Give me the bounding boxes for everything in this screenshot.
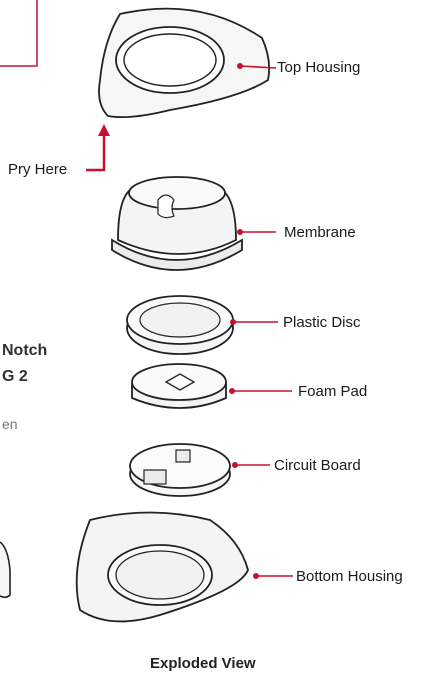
pry-here-arrow [86, 134, 104, 170]
label-top-housing: Top Housing [277, 59, 360, 76]
label-pry-here: Pry Here [8, 161, 67, 178]
label-circuit-board: Circuit Board [274, 457, 361, 474]
cut-text-notch: Notch [2, 342, 47, 360]
label-bottom-housing: Bottom Housing [296, 568, 403, 585]
circuit-board-part [130, 444, 230, 496]
pry-arrow-head [98, 124, 110, 136]
top-housing-part [99, 9, 269, 118]
bottom-housing-part [77, 513, 248, 622]
plastic-disc-part [127, 296, 233, 354]
membrane-part [112, 177, 242, 270]
foam-pad-part [132, 364, 226, 408]
label-membrane: Membrane [284, 224, 356, 241]
label-plastic-disc: Plastic Disc [283, 314, 361, 331]
cropped-panel-border [0, 0, 37, 66]
diagram-caption: Exploded View [150, 655, 256, 672]
cut-text-g2: G 2 [2, 368, 28, 386]
cropped-part-outline [0, 542, 10, 597]
cut-text-en: en [2, 416, 18, 432]
label-foam-pad: Foam Pad [298, 383, 367, 400]
